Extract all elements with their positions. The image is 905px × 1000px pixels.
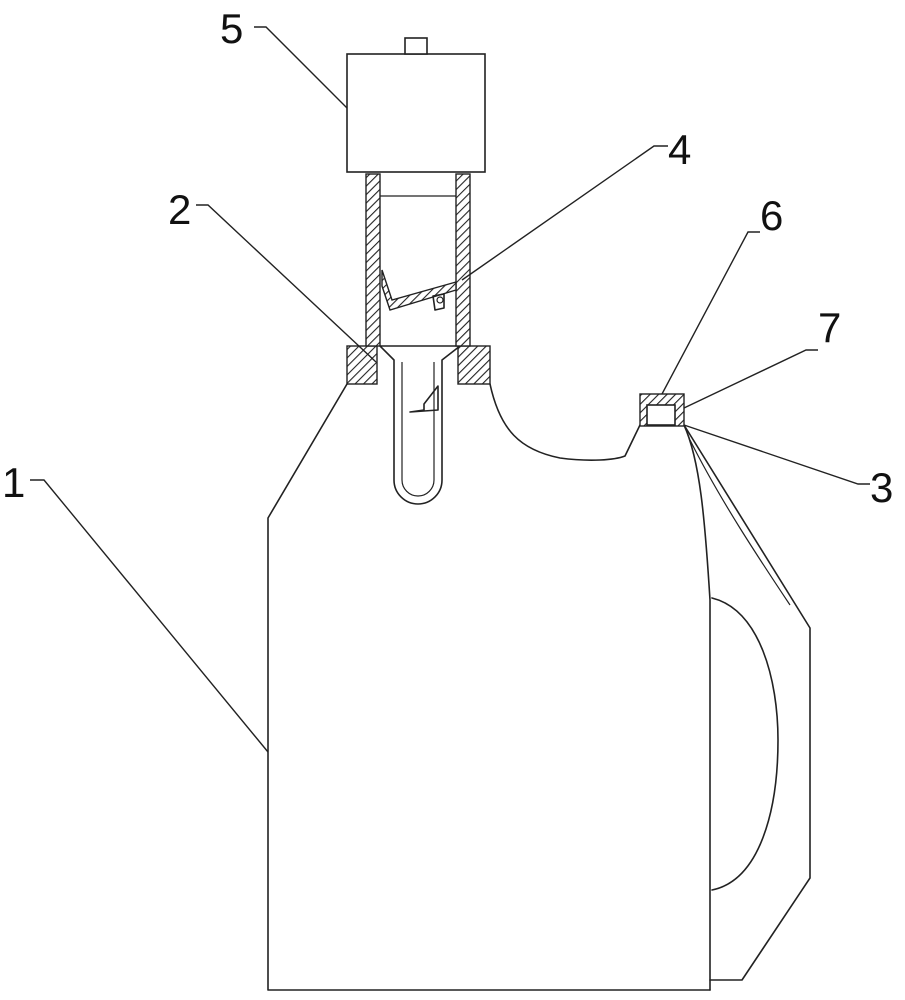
side-cap: [639, 393, 685, 427]
label-3: 3: [870, 464, 893, 511]
bottle-body: [267, 383, 711, 991]
leader-4: [461, 145, 668, 281]
leader-6: [661, 231, 760, 395]
label-6: 6: [760, 192, 783, 239]
bottle-handle: [683, 424, 811, 981]
leader-2: [196, 204, 377, 363]
neck-ring-left: [346, 345, 378, 385]
top-cap: [346, 37, 486, 173]
label-7: 7: [818, 304, 841, 351]
label-5: 5: [220, 5, 243, 52]
label-2: 2: [168, 186, 191, 233]
leader-1: [30, 479, 269, 753]
leader-3: [683, 424, 870, 485]
leader-7: [683, 349, 818, 409]
pump-pipe: [365, 173, 471, 347]
label-4: 4: [668, 126, 691, 173]
neck-ring-right: [457, 345, 491, 385]
leader-5: [254, 26, 348, 109]
label-1: 1: [2, 459, 25, 506]
inner-tube: [379, 345, 461, 505]
